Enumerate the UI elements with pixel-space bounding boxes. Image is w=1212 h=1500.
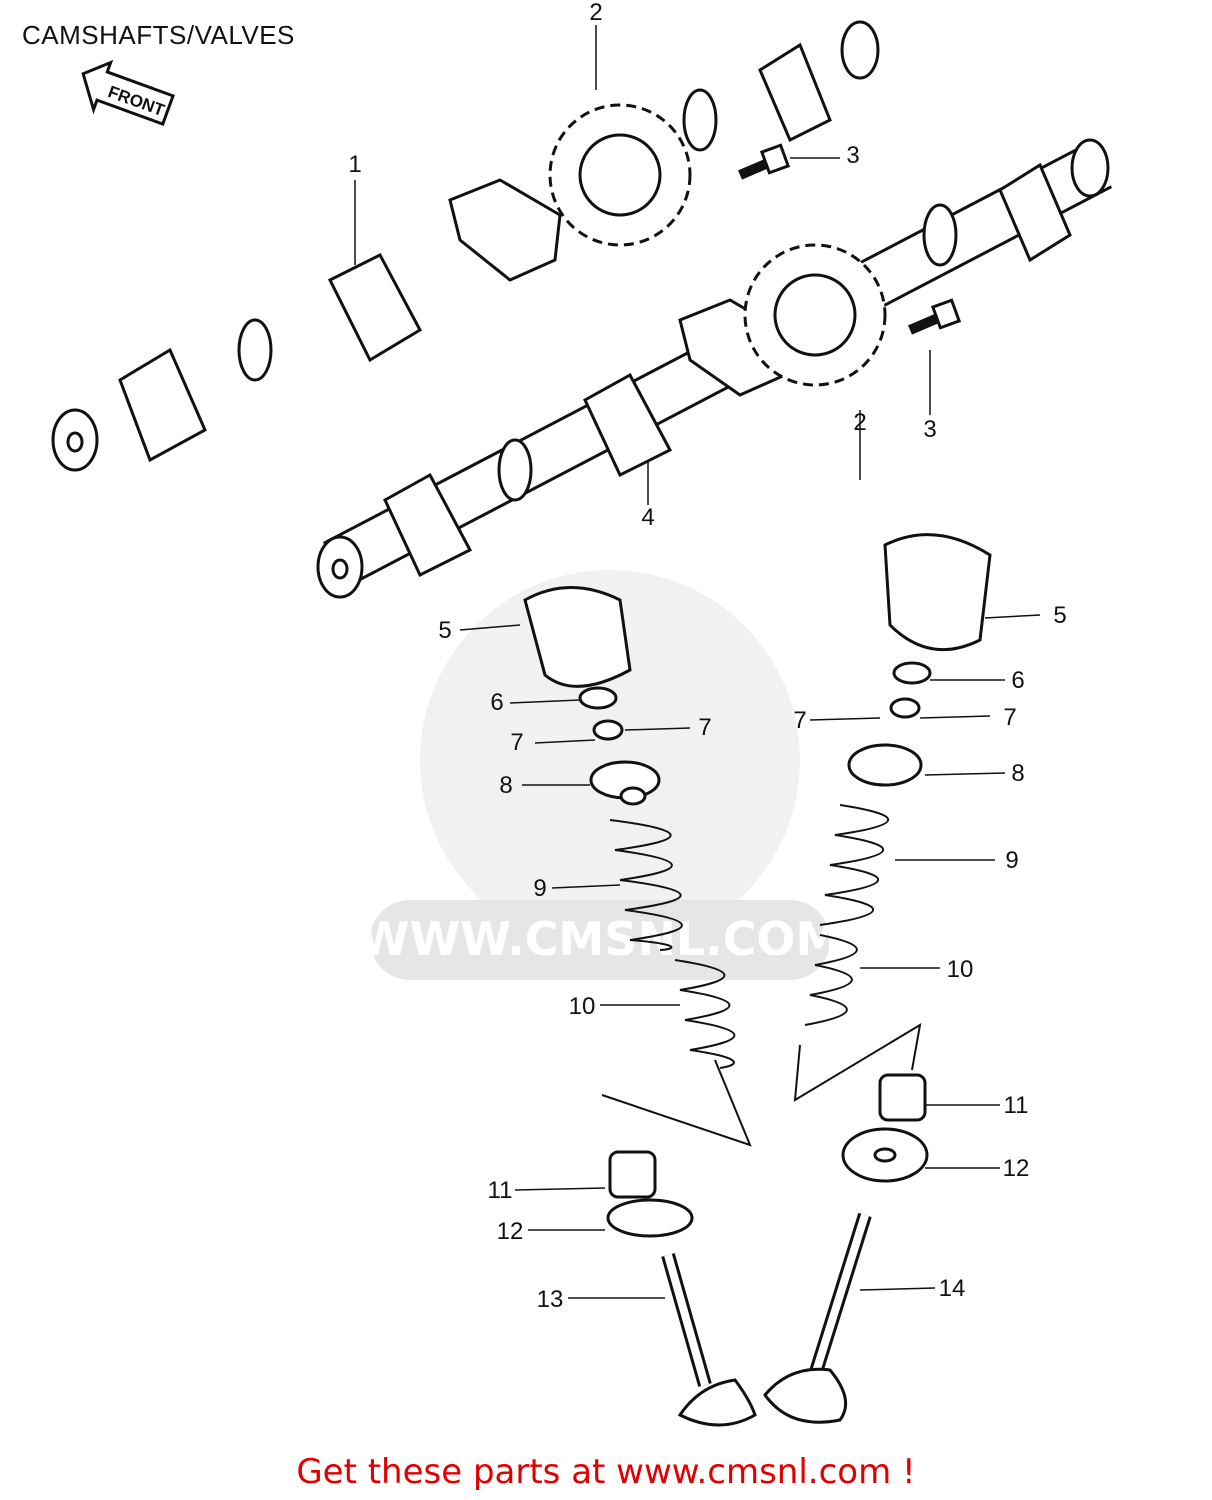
callout-number: 7 [793,707,806,734]
callout-number: 6 [490,689,503,716]
camshaft-intake [51,20,881,472]
callout-number: 10 [947,956,974,983]
callout-number: 5 [1053,602,1066,629]
callout-number: 8 [1011,760,1024,787]
callout-number: 7 [1003,704,1016,731]
callout-number: 4 [641,504,654,531]
callout-number: 11 [1004,1092,1029,1119]
callout-number: 9 [533,875,546,902]
page-title: CAMSHAFTS/VALVES [22,20,295,50]
valve-stack-left [523,586,757,1427]
front-arrow-icon: FRONT [81,59,175,126]
callout-number: 2 [589,0,602,26]
callout-number: 8 [499,772,512,799]
callout-number: 7 [698,714,711,741]
callout-number: 14 [939,1275,966,1302]
bolt-lower [908,298,962,335]
callout-number: 3 [846,142,859,169]
callout-leaders [354,25,1041,1299]
callout-number: 5 [438,617,451,644]
callout-number: 1 [348,151,361,178]
callout-number: 3 [923,416,936,443]
bolt-upper [738,143,791,180]
callout-number: 11 [488,1177,513,1204]
watermark-logo: WWW.CMSNL.COM [359,570,842,980]
callout-number: 10 [569,993,596,1020]
callout-number: 12 [497,1218,524,1245]
callout-number: 13 [537,1286,564,1313]
callout-number: 2 [853,409,866,436]
valve-stack-right [763,533,992,1424]
callout-number: 12 [1003,1155,1030,1182]
callout-number: 9 [1005,847,1018,874]
callout-number: 6 [1011,667,1024,694]
watermark-text: WWW.CMSNL.COM [359,912,842,966]
footer-cta: Get these parts at www.cmsnl.com ! [296,1452,916,1492]
callout-number: 7 [510,729,523,756]
camshaft-exhaust [316,138,1113,599]
